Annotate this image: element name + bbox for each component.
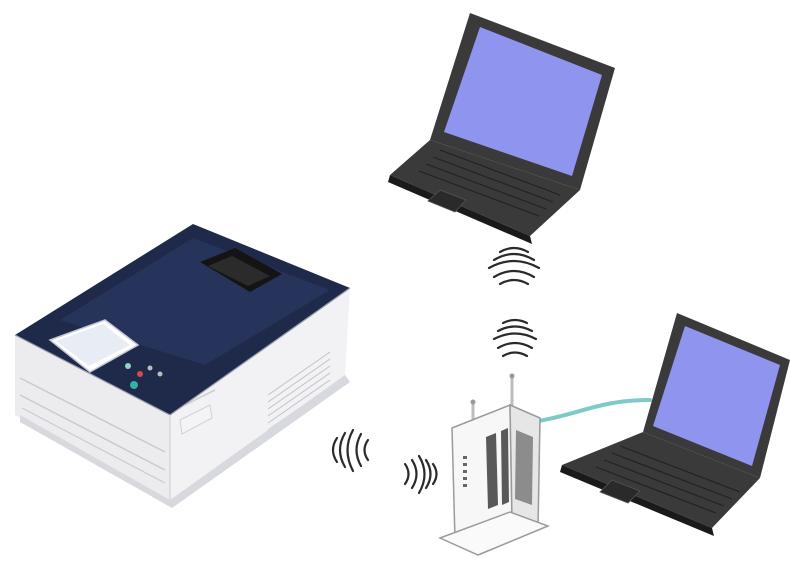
wireless-router-icon [438, 373, 551, 556]
laptop-icon [388, 13, 615, 244]
laptop-icon [560, 313, 790, 536]
wifi-waves-router-up [492, 318, 538, 358]
wifi-waves-printer [331, 428, 370, 473]
printer-icon [14, 224, 351, 508]
ethernet-cable [536, 398, 652, 423]
wifi-waves-top-laptop [487, 246, 541, 286]
wifi-waves-router-left [403, 454, 438, 495]
